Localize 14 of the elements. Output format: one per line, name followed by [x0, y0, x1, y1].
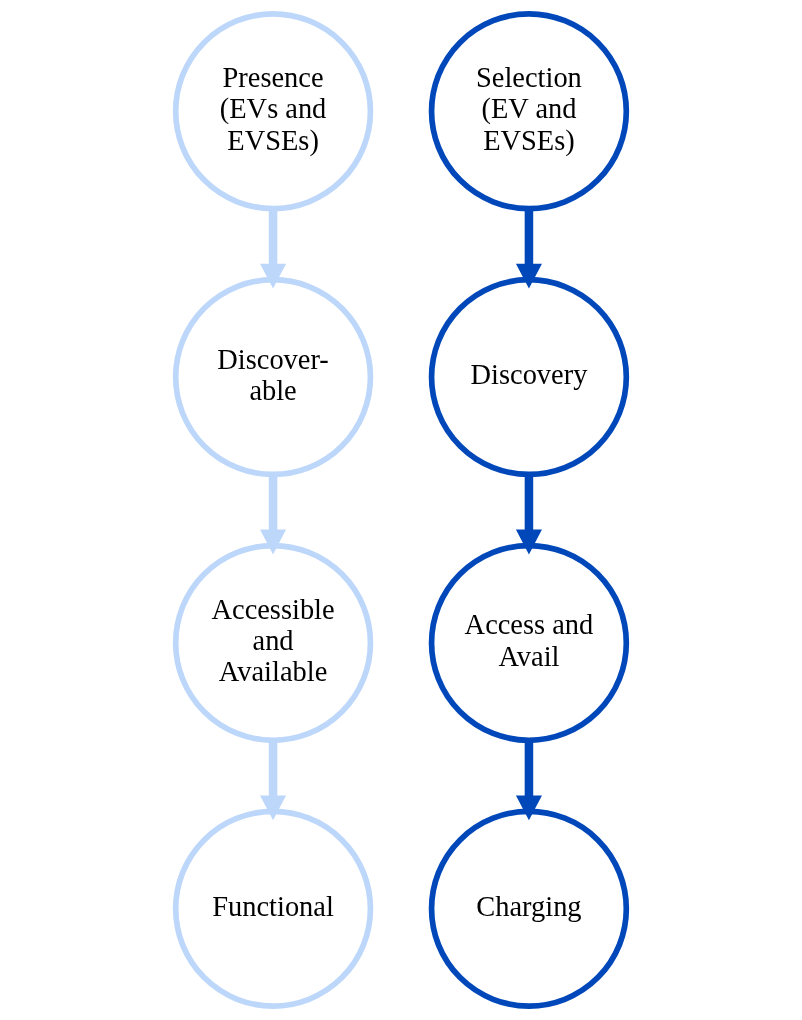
node-circle: Discovery	[428, 276, 630, 478]
arrow	[515, 474, 542, 555]
arrow	[260, 208, 287, 289]
node-circle: Access and Avail	[428, 542, 630, 744]
arrow	[515, 740, 542, 821]
node-circle: Charging	[428, 808, 630, 1009]
arrow	[260, 474, 287, 555]
node-circle: Accessible and Available	[172, 542, 374, 744]
node-circle: Discover- able	[172, 276, 374, 478]
node-circle: Presence (EVs and EVSEs)	[172, 11, 374, 212]
arrow	[515, 208, 542, 289]
arrow	[260, 740, 287, 821]
node-circle: Functional	[172, 808, 374, 1009]
node-circle: Selection (EV and EVSEs)	[428, 11, 630, 212]
